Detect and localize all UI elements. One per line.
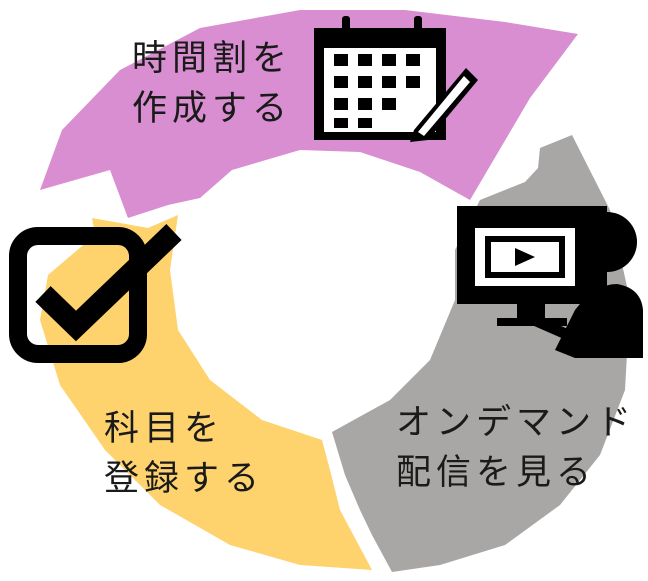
step-label-register: 科目を 登録する xyxy=(104,404,264,504)
person-watching-video-icon xyxy=(457,206,643,358)
step-label-line: 作成する xyxy=(132,89,293,129)
step-label-line: 登録する xyxy=(104,459,265,499)
cycle-segment-register xyxy=(40,215,372,570)
step-label-ondemand: オンデマンド 配信を見る xyxy=(396,398,636,498)
step-label-line: 時間割を xyxy=(132,39,293,79)
calendar-edit-icon xyxy=(314,16,478,142)
step-label-line: 科目を xyxy=(104,409,225,449)
step-label-line: 配信を見る xyxy=(396,453,597,493)
checkbox-checked-icon xyxy=(9,224,182,363)
step-label-timetable: 時間割を 作成する xyxy=(132,34,292,134)
step-label-line: オンデマンド xyxy=(396,403,637,443)
